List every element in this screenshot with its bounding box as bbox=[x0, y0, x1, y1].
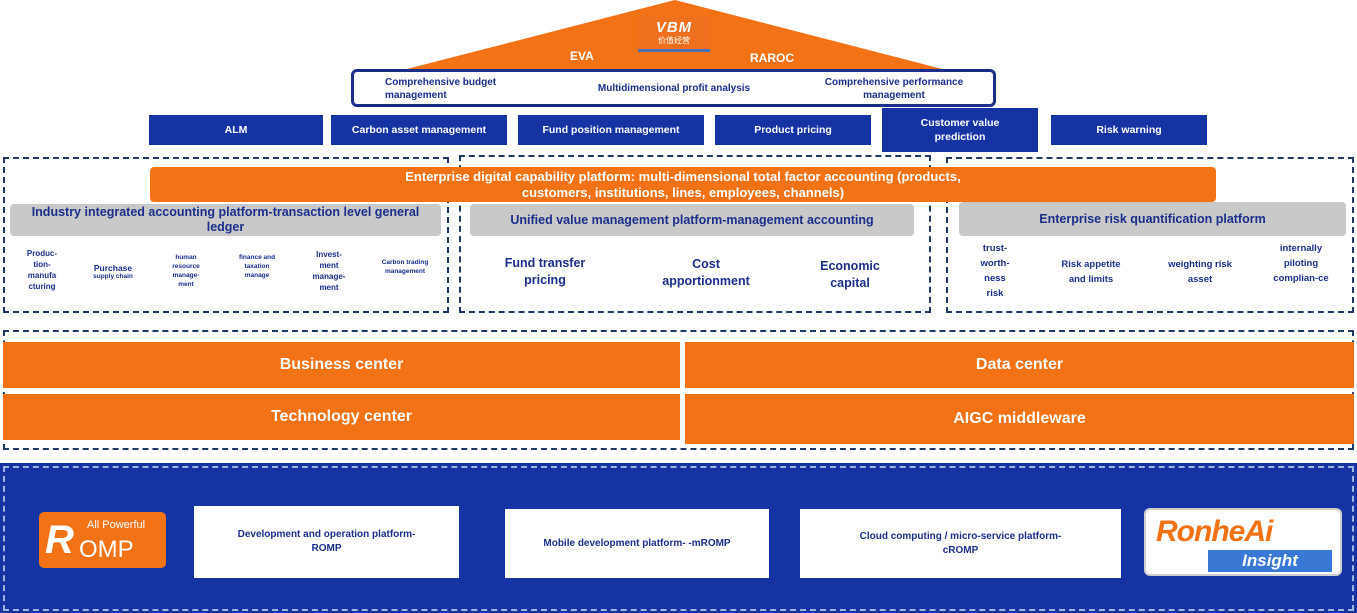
module-fund-position: Fund position management bbox=[518, 115, 704, 145]
infrastructure-frame bbox=[3, 466, 1354, 611]
romp-logo-text: OMP bbox=[79, 536, 134, 563]
budget-management-text: Comprehensive budget management bbox=[385, 77, 497, 101]
item-economic-capital: Economic capital bbox=[820, 259, 880, 290]
romp-logo-tag: All Powerful bbox=[87, 519, 146, 531]
ronheai-logo: RonheAi Insight bbox=[1144, 508, 1342, 576]
module-alm: ALM bbox=[149, 115, 323, 145]
right-platform-title: Enterprise risk quantification platform bbox=[959, 202, 1346, 236]
module-product-pricing: Product pricing bbox=[715, 115, 871, 145]
vbm-logo: VBM 价值经营 bbox=[638, 17, 710, 52]
business-center: Business center bbox=[3, 342, 680, 388]
item-carbon-trading: Carbon trading management bbox=[381, 259, 429, 275]
ronheai-logo-text: RonheAi bbox=[1156, 515, 1273, 548]
centers-frame bbox=[3, 330, 1354, 450]
item-investment-management: Invest-ment manage-ment bbox=[312, 250, 346, 292]
item-purchase-sub: supply chain bbox=[93, 273, 133, 280]
romp-logo-r: R bbox=[45, 518, 74, 562]
middle-platform-title: Unified value management platform-manage… bbox=[470, 204, 914, 236]
data-center: Data center bbox=[685, 342, 1354, 388]
technology-center: Technology center bbox=[3, 394, 680, 440]
romp-platform-box: Development and operation platform-ROMP bbox=[194, 506, 459, 578]
module-risk-warning: Risk warning bbox=[1051, 115, 1207, 145]
vbm-logo-text: VBM bbox=[655, 19, 693, 36]
left-platform-title: Industry integrated accounting platform-… bbox=[10, 204, 441, 236]
cromp-platform-box: Cloud computing / micro-service platform… bbox=[800, 509, 1121, 578]
profit-analysis-box: Comprehensive budget management Multidim… bbox=[351, 69, 996, 107]
aigc-middleware: AIGC middleware bbox=[685, 394, 1354, 444]
module-customer-value: Customer value prediction bbox=[882, 108, 1038, 152]
item-weighting-risk-asset: weighting risk asset bbox=[1168, 259, 1232, 285]
item-purchase-main: Purchase bbox=[93, 263, 133, 273]
right-platform-frame bbox=[946, 157, 1354, 313]
item-risk-appetite: Risk appetite and limits bbox=[1061, 259, 1121, 285]
raroc-label: RAROC bbox=[750, 51, 794, 65]
module-carbon-asset: Carbon asset management bbox=[331, 115, 507, 145]
eva-label: EVA bbox=[570, 49, 594, 63]
vbm-logo-subtext: 价值经营 bbox=[658, 36, 690, 45]
performance-management-text: Comprehensive performance management bbox=[824, 77, 964, 101]
item-human-resource: human resource manage-ment bbox=[172, 254, 200, 288]
item-finance-taxation: finance and taxation manage bbox=[238, 254, 276, 279]
item-trustworthiness-risk: trust-worth-ness risk bbox=[980, 243, 1010, 299]
profit-analysis-text: Multidimensional profit analysis bbox=[597, 83, 751, 94]
item-internal-compliance: internally piloting complian-ce bbox=[1273, 243, 1329, 284]
romp-logo: R All Powerful OMP bbox=[39, 512, 166, 568]
item-fund-transfer-pricing: Fund transfer pricing bbox=[504, 256, 586, 287]
mromp-platform-box: Mobile development platform- -mROMP bbox=[505, 509, 769, 578]
capability-platform-bar: Enterprise digital capability platform: … bbox=[150, 167, 1216, 202]
item-production-manufacturing: Produc-tion-manufa cturing bbox=[26, 249, 58, 291]
item-cost-apportionment: Cost apportionment bbox=[662, 257, 750, 288]
left-platform-frame bbox=[3, 157, 449, 313]
item-purchase: Purchase supply chain bbox=[85, 263, 141, 281]
ronheai-logo-subtext: Insight bbox=[1208, 550, 1332, 572]
middle-platform-frame bbox=[459, 155, 931, 313]
